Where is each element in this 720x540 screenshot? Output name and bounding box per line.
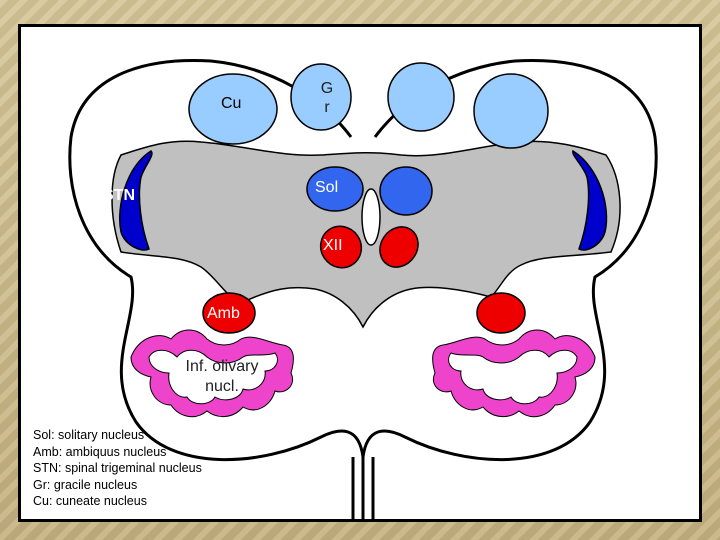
legend: Sol: solitary nucleus Amb: ambiquus nucl… bbox=[33, 427, 208, 510]
stn-right bbox=[572, 149, 608, 251]
nucleus-ambiguus-right bbox=[476, 292, 526, 334]
legend-item: Gr: gracile nucleus bbox=[33, 477, 138, 492]
inferior-olive-left bbox=[130, 329, 294, 418]
hypoglossal-nucleus-left bbox=[319, 225, 363, 269]
nucleus-ambiguus-left bbox=[202, 292, 256, 334]
label-stn: STN bbox=[103, 187, 135, 204]
stn-left bbox=[119, 150, 153, 251]
label-gr-line2: r bbox=[324, 99, 330, 116]
label-xii: XII bbox=[323, 237, 343, 254]
label-cu: Cu bbox=[221, 95, 242, 112]
legend-item: Sol: solitary nucleus bbox=[33, 428, 145, 442]
medulla-cross-section bbox=[68, 59, 658, 519]
label-olive-line2: nucl. bbox=[205, 378, 239, 395]
inferior-olive-right bbox=[432, 329, 596, 418]
label-sol: Sol bbox=[315, 179, 339, 196]
legend-item: Amb: ambiquus nucleus bbox=[33, 444, 167, 459]
label-inferior-olive: Inf. olivary nucl. bbox=[167, 357, 277, 397]
gracile-nucleus-right bbox=[387, 62, 455, 132]
central-canal bbox=[361, 188, 381, 246]
diagram-slide: Cu G r Sol STN XII Amb Inf. olivary nucl… bbox=[18, 24, 702, 522]
label-amb: Amb bbox=[207, 305, 240, 322]
label-olive-line1: Inf. olivary bbox=[185, 358, 259, 375]
solitary-nucleus-right bbox=[379, 166, 433, 216]
solitary-nucleus-left bbox=[306, 166, 364, 212]
label-gr: G r bbox=[317, 79, 337, 117]
medulla-outline bbox=[68, 59, 658, 519]
gracile-nucleus-left bbox=[290, 63, 352, 131]
legend-item: STN: spinal trigeminal nucleus bbox=[33, 461, 202, 475]
hypoglossal-nucleus-right bbox=[379, 226, 419, 268]
legend-item: Cu: cuneate nucleus bbox=[33, 494, 147, 508]
cuneate-nucleus-left bbox=[188, 73, 278, 145]
ventral-median-fissure bbox=[351, 457, 375, 519]
cuneate-nucleus-right bbox=[473, 73, 549, 149]
label-gr-line1: G bbox=[320, 80, 334, 97]
